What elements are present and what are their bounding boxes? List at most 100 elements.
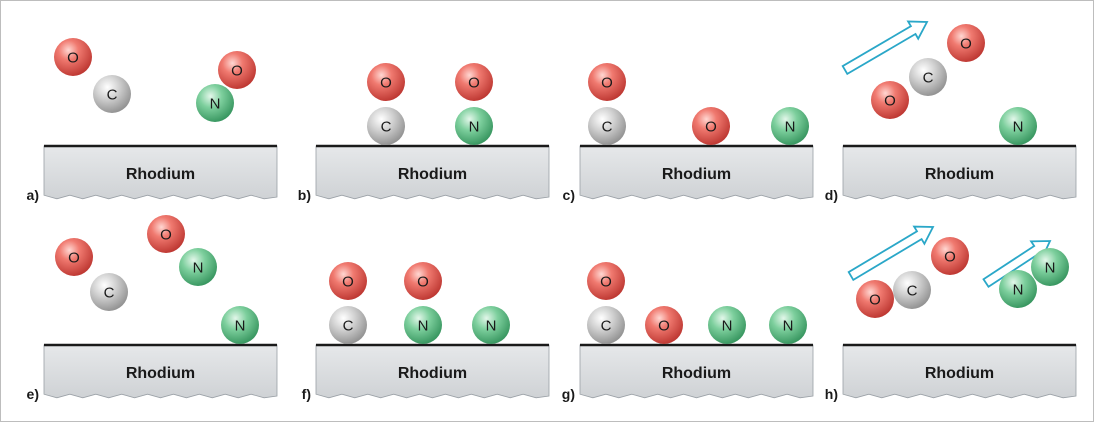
- oxygen-atom: O: [218, 51, 256, 89]
- rhodium-label: Rhodium: [662, 166, 731, 183]
- nitrogen-atom: N: [769, 306, 807, 344]
- atom-symbol: N: [486, 318, 497, 335]
- atom-symbol: C: [343, 318, 354, 335]
- rhodium-label: Rhodium: [398, 166, 467, 183]
- panel-label-e: e): [27, 386, 39, 402]
- oxygen-atom: O: [871, 81, 909, 119]
- rhodium-label: Rhodium: [925, 365, 994, 382]
- atom-symbol: C: [602, 119, 613, 136]
- atom-symbol: C: [107, 87, 118, 104]
- nitrogen-atom: N: [404, 306, 442, 344]
- carbon-atom: C: [587, 306, 625, 344]
- atom-symbol: O: [601, 75, 613, 92]
- atom-symbol: O: [468, 75, 480, 92]
- atom-symbol: N: [418, 318, 429, 335]
- oxygen-atom: O: [588, 63, 626, 101]
- atom-symbol: O: [342, 274, 354, 291]
- oxygen-atom: O: [692, 107, 730, 145]
- rhodium-surface: Rhodium: [842, 144, 1077, 200]
- rhodium-surface: Rhodium: [43, 343, 278, 399]
- panel-label-h: h): [825, 386, 838, 402]
- oxygen-atom: O: [404, 262, 442, 300]
- nitrogen-atom: N: [179, 248, 217, 286]
- carbon-atom: C: [329, 306, 367, 344]
- atom-symbol: N: [783, 318, 794, 335]
- nitrogen-atom: N: [771, 107, 809, 145]
- atom-symbol: O: [68, 250, 80, 267]
- oxygen-atom: O: [856, 280, 894, 318]
- nitrogen-atom: N: [999, 107, 1037, 145]
- atom-symbol: O: [231, 63, 243, 80]
- nitrogen-atom: N: [196, 84, 234, 122]
- oxygen-atom: O: [54, 38, 92, 76]
- atom-symbol: N: [235, 318, 246, 335]
- atom-symbol: O: [67, 50, 79, 67]
- nitrogen-atom: N: [999, 270, 1037, 308]
- desorption-arrow-icon: [841, 20, 929, 76]
- atom-symbol: N: [1013, 282, 1024, 299]
- atom-symbol: O: [884, 93, 896, 110]
- atom-symbol: N: [1045, 260, 1056, 277]
- carbon-atom: C: [893, 271, 931, 309]
- atom-symbol: O: [705, 119, 717, 136]
- atom-symbol: C: [907, 283, 918, 300]
- atom-symbol: O: [658, 318, 670, 335]
- oxygen-atom: O: [947, 24, 985, 62]
- atom-symbol: O: [960, 36, 972, 53]
- panel-label-f: f): [302, 386, 311, 402]
- rhodium-label: Rhodium: [662, 365, 731, 382]
- carbon-atom: C: [90, 273, 128, 311]
- rhodium-surface: Rhodium: [43, 144, 278, 200]
- oxygen-atom: O: [55, 238, 93, 276]
- atom-symbol: C: [923, 70, 934, 87]
- atom-symbol: O: [417, 274, 429, 291]
- atom-symbol: N: [210, 96, 221, 113]
- oxygen-atom: O: [147, 215, 185, 253]
- panel-d: Rhodium d) O C O N: [825, 20, 1077, 203]
- panel-e: Rhodium e) O C O N N: [27, 215, 278, 402]
- atom-symbol: O: [869, 292, 881, 309]
- nitrogen-atom: N: [221, 306, 259, 344]
- oxygen-atom: O: [329, 262, 367, 300]
- rhodium-surface: Rhodium: [579, 144, 814, 200]
- nitrogen-atom: N: [708, 306, 746, 344]
- carbon-atom: C: [367, 107, 405, 145]
- nitrogen-atom: N: [455, 107, 493, 145]
- atom-symbol: N: [193, 260, 204, 277]
- panel-label-a: a): [27, 187, 39, 203]
- oxygen-atom: O: [455, 63, 493, 101]
- atom-symbol: O: [944, 249, 956, 266]
- rhodium-label: Rhodium: [126, 365, 195, 382]
- nitrogen-atom: N: [1031, 248, 1069, 286]
- panel-label-b: b): [298, 187, 311, 203]
- oxygen-atom: O: [931, 237, 969, 275]
- panel-f: Rhodium f) O C O N N: [302, 262, 550, 402]
- oxygen-atom: O: [367, 63, 405, 101]
- rhodium-label: Rhodium: [398, 365, 467, 382]
- atom-symbol: O: [600, 274, 612, 291]
- rhodium-label: Rhodium: [925, 166, 994, 183]
- oxygen-atom: O: [587, 262, 625, 300]
- rhodium-surface: Rhodium: [842, 343, 1077, 399]
- atom-symbol: N: [469, 119, 480, 136]
- rhodium-surface: Rhodium: [315, 343, 550, 399]
- panel-c: Rhodium c) O C O N: [563, 63, 814, 203]
- atom-symbol: O: [380, 75, 392, 92]
- carbon-atom: C: [93, 75, 131, 113]
- rhodium-label: Rhodium: [126, 166, 195, 183]
- atom-symbol: O: [160, 227, 172, 244]
- rhodium-surface: Rhodium: [315, 144, 550, 200]
- panel-label-d: d): [825, 187, 838, 203]
- panel-h: Rhodium h) O C O N N: [825, 225, 1077, 402]
- atom-symbol: C: [601, 318, 612, 335]
- atom-symbol: C: [104, 285, 115, 302]
- panel-label-c: c): [563, 187, 575, 203]
- carbon-atom: C: [588, 107, 626, 145]
- nitrogen-atom: N: [472, 306, 510, 344]
- atom-symbol: N: [785, 119, 796, 136]
